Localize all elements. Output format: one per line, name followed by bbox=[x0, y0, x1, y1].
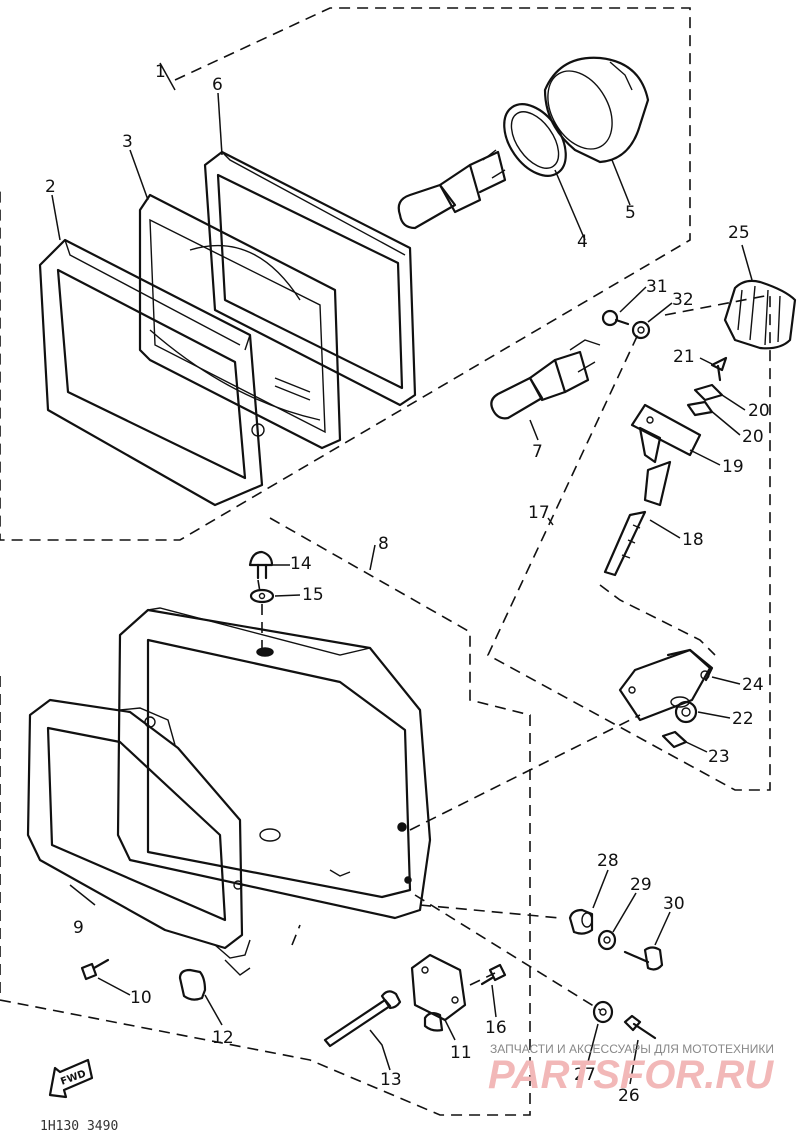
rim-2 bbox=[38, 238, 265, 507]
label-10: 10 bbox=[130, 988, 152, 1008]
watermark: ЗАПЧАСТИ И АКСЕССУАРЫ ДЛЯ МОТОТЕХНИКИ PA… bbox=[488, 1042, 774, 1097]
label-24: 24 bbox=[742, 675, 764, 695]
assembly-line-mount bbox=[414, 894, 601, 1011]
bracket-19 bbox=[630, 403, 702, 464]
washer-15 bbox=[249, 588, 275, 604]
label-22: 22 bbox=[732, 709, 754, 729]
washer-27 bbox=[592, 1000, 614, 1024]
knob-25 bbox=[723, 279, 797, 350]
leader-lines bbox=[51, 62, 753, 1085]
label-26: 26 bbox=[618, 1086, 640, 1106]
bulb-7 bbox=[490, 339, 601, 420]
label-8: 8 bbox=[378, 534, 389, 554]
label-23: 23 bbox=[708, 747, 730, 767]
body-8 bbox=[116, 607, 432, 920]
label-28: 28 bbox=[597, 851, 619, 871]
label-12: 12 bbox=[212, 1028, 234, 1048]
label-2: 2 bbox=[45, 177, 56, 197]
label-7: 7 bbox=[532, 442, 543, 462]
label-14: 14 bbox=[290, 554, 312, 574]
fwd-arrow-icon: FWD bbox=[48, 1058, 94, 1099]
label-20a: 20 bbox=[748, 401, 770, 421]
nut-20-lower bbox=[686, 400, 714, 417]
label-13: 13 bbox=[380, 1070, 402, 1090]
bolt-30 bbox=[623, 946, 664, 971]
screw-16 bbox=[480, 963, 507, 986]
label-4: 4 bbox=[577, 232, 588, 252]
label-19: 19 bbox=[722, 457, 744, 477]
bolt-13 bbox=[323, 990, 402, 1048]
rim-9 bbox=[26, 698, 251, 976]
assembly-line-body bbox=[257, 579, 301, 946]
washer-32 bbox=[631, 320, 651, 340]
screw-10 bbox=[80, 958, 110, 981]
assembly-line-shaft bbox=[599, 584, 716, 656]
label-16: 16 bbox=[485, 1018, 507, 1038]
group-1-boundary bbox=[0, 7, 691, 541]
label-17: 17 bbox=[528, 503, 550, 523]
retaining-ring-4 bbox=[503, 103, 567, 177]
assembly-line-adjuster bbox=[409, 714, 641, 831]
label-11: 11 bbox=[450, 1043, 472, 1063]
label-30: 30 bbox=[663, 894, 685, 914]
screw-26 bbox=[623, 1014, 657, 1040]
assembly-line-16 bbox=[469, 972, 496, 986]
label-18: 18 bbox=[682, 530, 704, 550]
label-1: 1 bbox=[155, 62, 166, 82]
group-17-boundary bbox=[486, 294, 771, 791]
nut-20-upper bbox=[693, 383, 724, 402]
label-5: 5 bbox=[625, 203, 636, 223]
label-31: 31 bbox=[646, 277, 668, 297]
label-32: 32 bbox=[672, 290, 694, 310]
bulb-cover-5 bbox=[543, 56, 650, 164]
bulb-4-assembly bbox=[397, 149, 507, 230]
part-numbers: 1 2 3 4 5 6 7 8 9 10 11 12 13 14 15 16 1… bbox=[45, 62, 770, 1106]
lens-3 bbox=[138, 193, 342, 450]
group-8-boundary bbox=[0, 517, 531, 1116]
bracket-24 bbox=[618, 648, 714, 722]
watermark-tagline: ЗАПЧАСТИ И АКСЕССУАРЫ ДЛЯ МОТОТЕХНИКИ bbox=[490, 1042, 774, 1056]
label-20b: 20 bbox=[742, 427, 764, 447]
screw-21 bbox=[710, 356, 728, 382]
shaft-18 bbox=[603, 460, 672, 577]
screw-14 bbox=[248, 550, 274, 580]
nut-28 bbox=[568, 908, 594, 935]
label-9: 9 bbox=[73, 918, 84, 938]
label-6: 6 bbox=[212, 75, 223, 95]
washer-29 bbox=[597, 929, 617, 951]
label-27: 27 bbox=[574, 1065, 596, 1085]
damper-12 bbox=[178, 968, 207, 1001]
label-21: 21 bbox=[673, 347, 695, 367]
label-15: 15 bbox=[302, 585, 324, 605]
collar-23 bbox=[661, 730, 688, 749]
bracket-11 bbox=[410, 953, 467, 1032]
label-25: 25 bbox=[728, 223, 750, 243]
watermark-brand: PARTSFOR.RU bbox=[488, 1053, 774, 1097]
figure-code: 1H130 3490 bbox=[40, 1119, 118, 1134]
grommet-22 bbox=[670, 696, 698, 724]
label-29: 29 bbox=[630, 875, 652, 895]
screw-31 bbox=[601, 309, 630, 327]
label-3: 3 bbox=[122, 132, 133, 152]
